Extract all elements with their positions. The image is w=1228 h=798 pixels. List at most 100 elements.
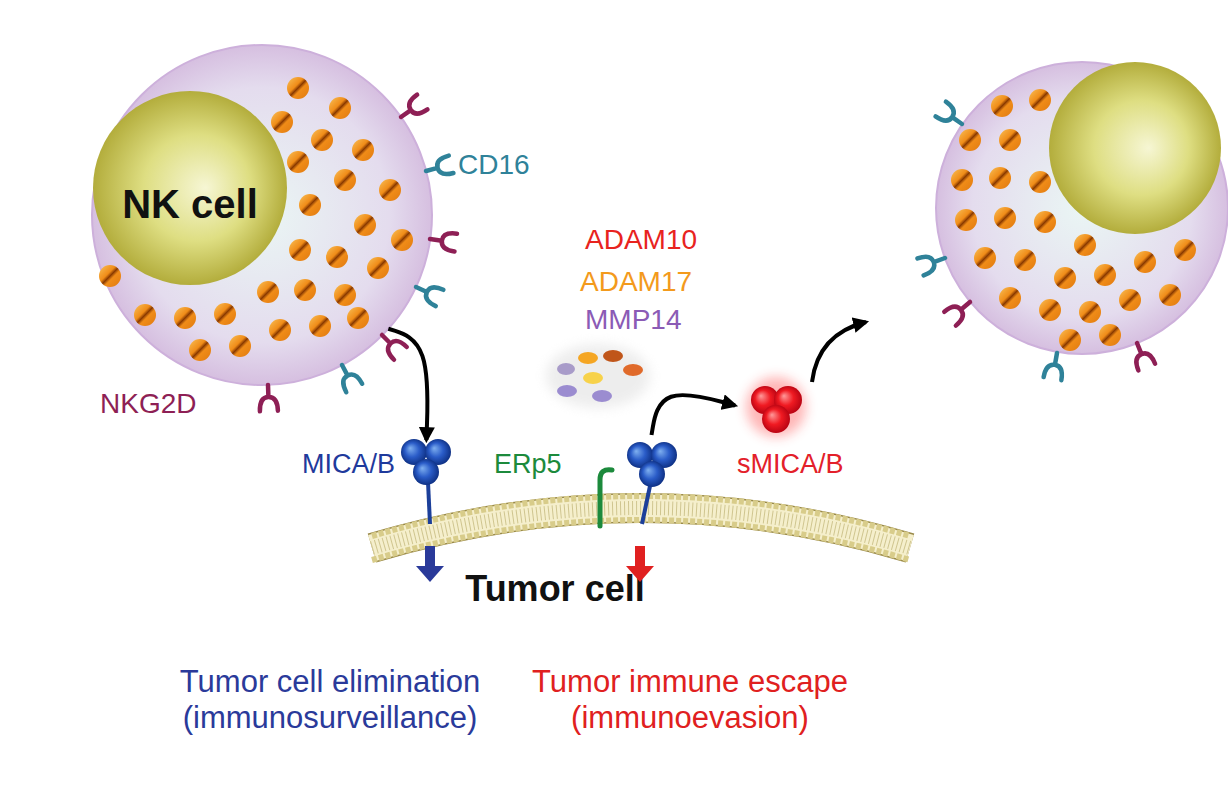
granule xyxy=(174,307,196,329)
receptors-right xyxy=(917,102,1155,380)
protein-stalk xyxy=(428,482,430,524)
outcome-text: Tumor immune escape (immunoevasion) xyxy=(515,664,865,736)
granule xyxy=(1059,329,1081,351)
granule xyxy=(189,339,211,361)
granule xyxy=(294,279,316,301)
protease-molecule xyxy=(557,363,575,375)
granule xyxy=(354,214,376,236)
mica-protein: MICA/B xyxy=(300,440,460,530)
erp5-complex: ERp5 xyxy=(490,435,680,530)
cell-membrane xyxy=(936,62,1228,354)
granule xyxy=(99,265,121,287)
nkg2d-receptor xyxy=(396,95,428,125)
cd16-receptor xyxy=(334,361,362,392)
cd16-receptor xyxy=(917,250,948,276)
granule xyxy=(309,315,331,337)
granule xyxy=(391,229,413,251)
granule xyxy=(334,284,356,306)
granule xyxy=(326,246,348,268)
granule xyxy=(955,209,977,231)
enzyme-label: MMP14 xyxy=(585,304,681,336)
protein-label: sMICA/B xyxy=(737,449,844,480)
granule xyxy=(989,167,1011,189)
granule xyxy=(1119,289,1141,311)
binding-arrow xyxy=(812,322,866,382)
granule xyxy=(379,179,401,201)
cell-membrane xyxy=(92,45,432,385)
outcome-text: Tumor cell elimination (immunosurveillan… xyxy=(150,664,510,736)
granule xyxy=(299,194,321,216)
granule xyxy=(1159,284,1181,306)
granule xyxy=(1074,234,1096,256)
nkg2d-receptor xyxy=(259,385,278,412)
granule xyxy=(1054,267,1076,289)
cell-nucleus xyxy=(93,91,287,285)
granules-right xyxy=(951,89,1196,351)
granule xyxy=(1029,171,1051,193)
erp5-hook xyxy=(600,470,612,526)
nkg2d-receptor xyxy=(944,295,975,326)
granule xyxy=(134,304,156,326)
granule xyxy=(352,139,374,161)
granule xyxy=(1094,264,1116,286)
enzyme-label: ADAM10 xyxy=(585,224,697,256)
granule xyxy=(1099,324,1121,346)
connector-arrow xyxy=(388,329,427,440)
granule xyxy=(214,303,236,325)
outcome-arrow xyxy=(416,546,444,582)
granules-left xyxy=(99,77,413,361)
cd16-receptor xyxy=(1044,351,1066,380)
cell-nucleus xyxy=(1049,62,1221,234)
granule xyxy=(951,169,973,191)
granule xyxy=(271,111,293,133)
granule xyxy=(289,239,311,261)
granule xyxy=(1174,239,1196,261)
protease-molecule xyxy=(623,364,643,376)
nk-cell-right xyxy=(936,62,1228,354)
cd16-receptor xyxy=(424,156,454,180)
protease-molecule xyxy=(557,385,577,397)
granule xyxy=(1079,301,1101,323)
connector-arrow xyxy=(652,395,736,435)
protein-label: MICA/B xyxy=(302,449,395,480)
connector-layer xyxy=(388,329,735,440)
granule xyxy=(1034,211,1056,233)
granule xyxy=(229,335,251,357)
protease-molecule xyxy=(583,372,603,384)
cd16-receptor xyxy=(412,279,443,306)
nkg2d-receptor xyxy=(376,329,407,360)
granule xyxy=(311,129,333,151)
receptor-label: CD16 xyxy=(458,149,530,181)
protein-domain xyxy=(413,459,439,485)
granule xyxy=(257,281,279,303)
protease-molecule xyxy=(603,350,623,362)
granule xyxy=(334,169,356,191)
granule xyxy=(994,207,1016,229)
granule xyxy=(329,97,351,119)
protein-domain xyxy=(762,405,790,433)
granule xyxy=(999,129,1021,151)
outcome-arrow xyxy=(626,546,654,582)
protease-molecule xyxy=(578,352,598,364)
granule xyxy=(287,77,309,99)
granule xyxy=(974,247,996,269)
lipid-heads xyxy=(372,520,910,560)
granule xyxy=(347,307,369,329)
enzyme-label: ADAM17 xyxy=(580,266,692,298)
granule xyxy=(1134,251,1156,273)
nkg2d-receptor xyxy=(1129,340,1155,371)
granule xyxy=(959,129,981,151)
nkg2d-receptor xyxy=(429,230,457,251)
protein-glow xyxy=(746,377,806,437)
protease-glow xyxy=(546,344,650,408)
granule xyxy=(1014,249,1036,271)
granule xyxy=(991,95,1013,117)
nk-cell: NK cell xyxy=(92,45,432,385)
protein-stalk xyxy=(642,486,650,524)
granule xyxy=(999,287,1021,309)
lipid-heads xyxy=(372,496,910,536)
granule xyxy=(367,257,389,279)
receptor-label: NKG2D xyxy=(100,388,196,420)
protein-domain xyxy=(639,461,665,487)
